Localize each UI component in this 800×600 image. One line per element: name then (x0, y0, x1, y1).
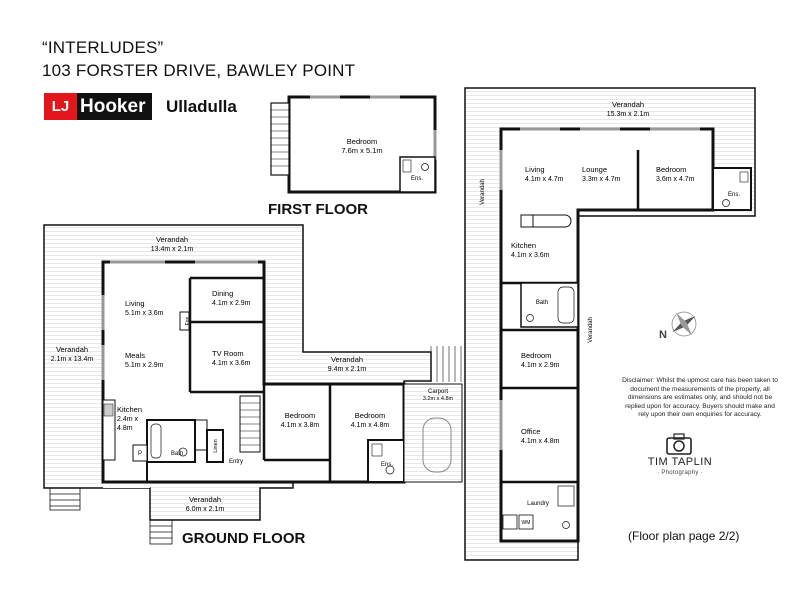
compass-icon (671, 311, 697, 337)
stair-first (270, 102, 290, 176)
kitchen-ground-name: Kitchen (117, 405, 142, 414)
lj-hooker-logo: LJ Hooker (44, 93, 152, 120)
tv-room-dims: 4.1m x 3.6m (212, 360, 251, 367)
lounge-dims: 3.3m x 4.7m (582, 176, 621, 183)
meals-dims: 5.1m x 2.9m (125, 362, 164, 369)
first-bedroom-name: Bedroom (347, 137, 377, 146)
verandah-top-dims: 13.4m x 2.1m (151, 246, 194, 253)
dining-dims: 4.1m x 2.9m (212, 300, 251, 307)
fire-label: Fire (185, 316, 191, 325)
pantry-label: P (138, 451, 142, 457)
verandah-right-top-dims: 15.3m x 2.1m (607, 111, 650, 118)
bedroom-a-name: Bedroom (285, 411, 315, 420)
first-bedroom-dims: 7.6m x 5.1m (341, 146, 382, 155)
bedroom-a-dims: 4.1m x 3.8m (281, 422, 320, 429)
office-dims: 4.1m x 4.8m (521, 438, 560, 445)
kitchen-ground-dims1: 2.4m x (117, 416, 139, 423)
entry-label: Entry (229, 459, 243, 465)
living-dims: 5.1m x 3.6m (125, 310, 164, 317)
verandah-bottom-name: Verandah (189, 495, 221, 504)
meals-name: Meals (125, 351, 145, 360)
living-name: Living (125, 299, 145, 308)
wm-label: WM (522, 520, 531, 526)
verandah-right-right-label: Verandah (588, 317, 594, 343)
bedroom-right2-dims: 4.1m x 2.9m (521, 362, 560, 369)
first-floor-label: FIRST FLOOR (268, 201, 368, 218)
bedroom-right1-dims: 3.6m x 4.7m (656, 176, 695, 183)
agency-office: Ulladulla (166, 97, 237, 116)
first-ens-label: Ens. (411, 176, 423, 182)
ground-floor-left (43, 224, 463, 545)
property-address: 103 FORSTER DRIVE, BAWLEY POINT (42, 61, 356, 80)
verandah-mid-name: Verandah (331, 355, 363, 364)
ground-floor-label: GROUND FLOOR (182, 530, 306, 547)
bedroom-right1-name: Bedroom (656, 165, 686, 174)
page-note: (Floor plan page 2/2) (628, 529, 740, 543)
verandah-bottom-dims: 6.0m x 2.1m (186, 506, 225, 513)
bath-ground-label: Bath (171, 451, 183, 457)
ens-right-label: Ens. (728, 192, 740, 198)
living-right-name: Living (525, 165, 545, 174)
ground-floor-right (464, 87, 756, 561)
carport-name: Carport (428, 389, 448, 395)
dining-name: Dining (212, 289, 233, 298)
tv-room-name: TV Room (212, 349, 244, 358)
disclaimer-text: Disclaimer: Whilst the upmost care has b… (622, 377, 778, 419)
laundry-label: Laundry (527, 501, 549, 507)
photographer-name: TIM TAPLIN (647, 456, 713, 468)
verandah-left-dims: 2.1m x 13.4m (51, 356, 94, 363)
office-name: Office (521, 427, 540, 436)
logo-mark: LJ (44, 93, 77, 120)
camera-icon (666, 433, 692, 455)
ens-ground-label: Ens. (381, 462, 393, 468)
bedroom-right2-name: Bedroom (521, 351, 551, 360)
compass-north-label: N (659, 329, 667, 341)
lounge-name: Lounge (582, 165, 607, 174)
verandah-right-top-name: Verandah (612, 100, 644, 109)
photographer-sub: · Photography · (657, 470, 703, 476)
verandah-top-name: Verandah (156, 235, 188, 244)
verandah-right-left-label: Verandah (480, 179, 486, 205)
first-floor-plan (270, 95, 437, 194)
bath-right-label: Bath (536, 300, 548, 306)
bedroom-b-name: Bedroom (355, 411, 385, 420)
kitchen-right-dims: 4.1m x 3.6m (511, 252, 550, 259)
linen-label: Linen (213, 439, 219, 452)
bedroom-b-dims: 4.1m x 4.8m (351, 422, 390, 429)
verandah-left-name: Verandah (56, 345, 88, 354)
logo-word: Hooker (80, 96, 146, 117)
carport-dims: 3.2m x 4.8m (423, 396, 454, 402)
kitchen-ground-dims2: 4.8m (117, 425, 133, 432)
property-name: “INTERLUDES” (42, 38, 164, 57)
verandah-mid-dims: 9.4m x 2.1m (328, 366, 367, 373)
living-right-dims: 4.1m x 4.7m (525, 176, 564, 183)
kitchen-right-name: Kitchen (511, 241, 536, 250)
